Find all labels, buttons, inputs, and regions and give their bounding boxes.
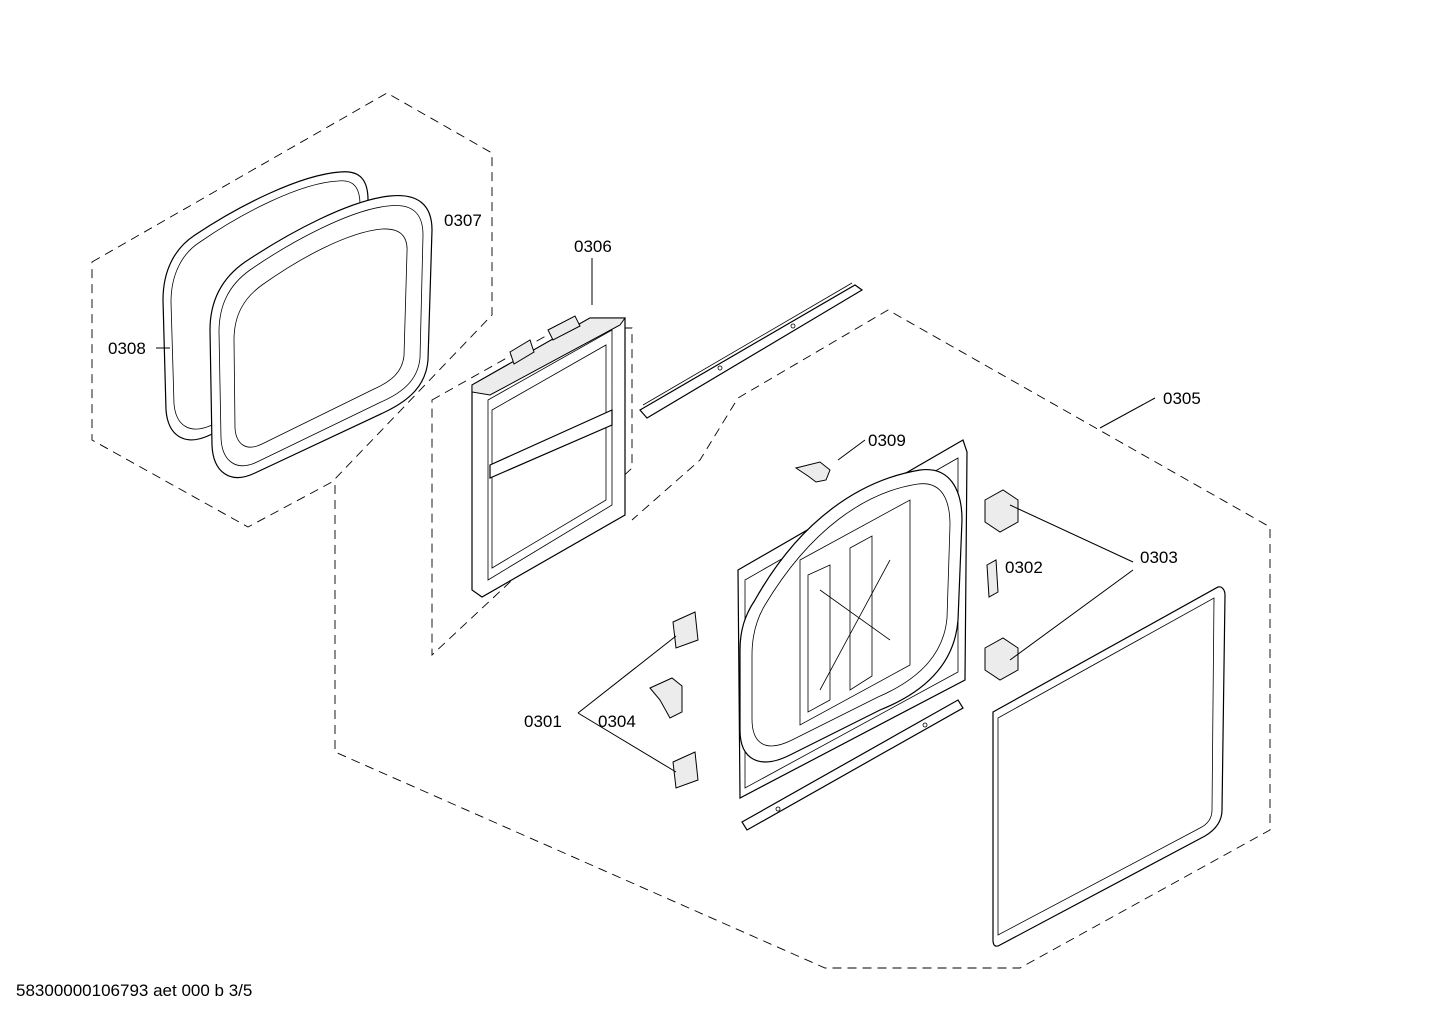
door-group-boundary — [334, 309, 1271, 969]
callout-0309: 0309 — [868, 431, 906, 450]
callout-0301: 0301 — [524, 712, 562, 731]
leader-lines — [156, 258, 1156, 773]
callout-0306: 0306 — [574, 237, 612, 256]
top-rail — [639, 282, 864, 419]
callout-0304: 0304 — [598, 712, 636, 731]
drawing-reference-footer: 58300000106793 aet 000 b 3/5 — [16, 981, 253, 1000]
callout-0308: 0308 — [108, 339, 146, 358]
callout-0305: 0305 — [1163, 389, 1201, 408]
callout-0303: 0303 — [1140, 548, 1178, 567]
lint-filter-frame-0306 — [471, 315, 626, 598]
hinge-0303-lower — [984, 637, 1019, 681]
strip-0302 — [986, 559, 999, 598]
gasket-group-boundary — [91, 92, 493, 528]
door-panel-0305 — [992, 586, 1226, 947]
inner-door-frame — [737, 439, 968, 799]
bottom-rail — [741, 699, 964, 831]
pad-0301-lower — [672, 751, 699, 789]
lever-part-0309 — [794, 461, 831, 483]
gasket-inner-0307 — [209, 194, 433, 479]
callout-0302: 0302 — [1005, 558, 1043, 577]
filter-group-boundary — [431, 327, 633, 657]
hinge-0303-upper — [984, 489, 1019, 533]
bracket-0304 — [649, 677, 683, 719]
callout-0307: 0307 — [444, 211, 482, 230]
pad-0301-upper — [672, 611, 699, 649]
